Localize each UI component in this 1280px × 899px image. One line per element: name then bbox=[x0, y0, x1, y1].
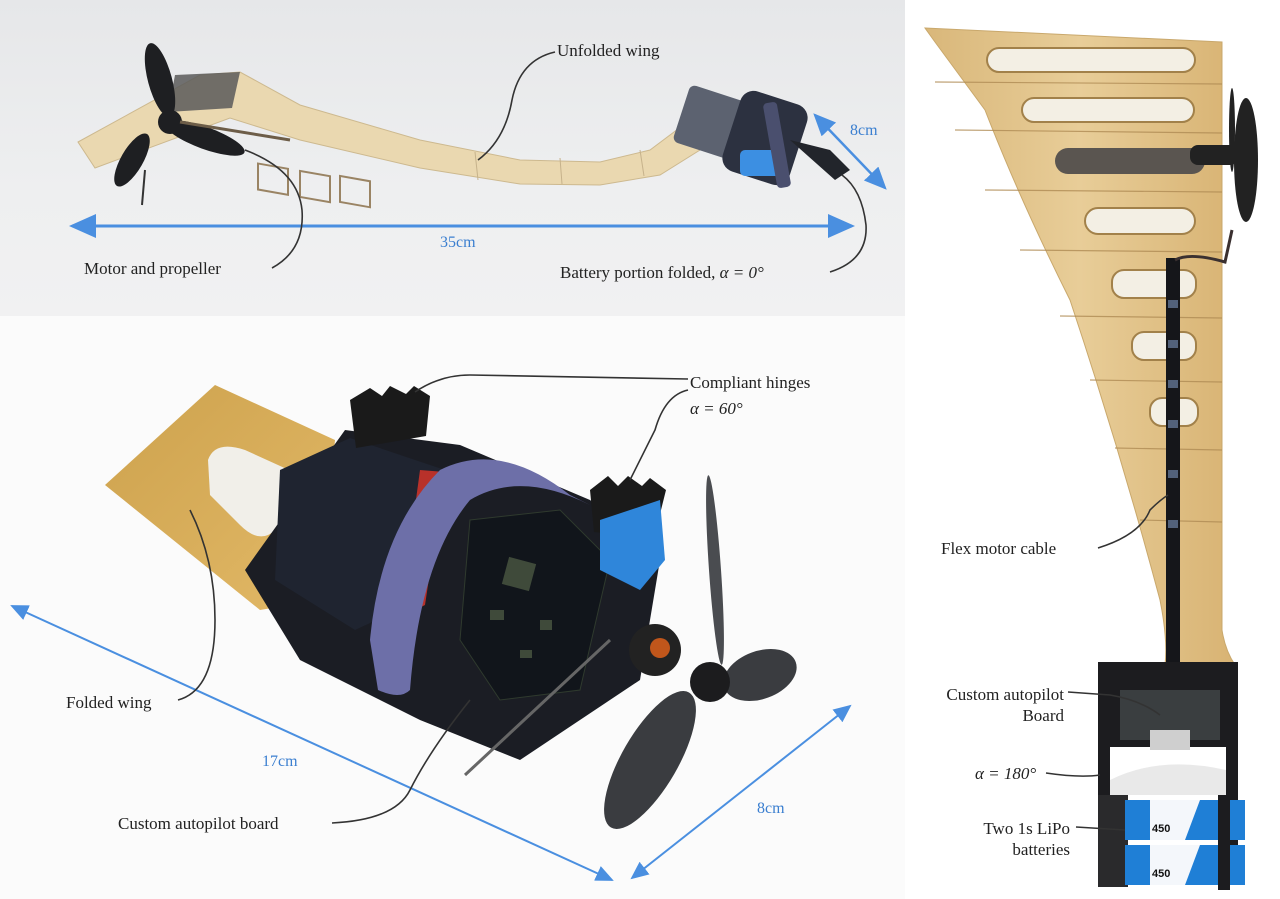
autopilot-line-1: Custom autopilot bbox=[946, 685, 1064, 704]
label-unfolded-wing: Unfolded wing bbox=[557, 41, 660, 60]
folded-drone-illustration bbox=[105, 385, 797, 829]
battery-pod bbox=[673, 85, 850, 188]
label-alpha-180: α = 180° bbox=[975, 764, 1037, 783]
velcro-strap bbox=[370, 459, 590, 695]
dimension-arrow-8cm-top bbox=[813, 113, 887, 190]
dimension-label-17cm: 17cm bbox=[262, 753, 298, 770]
battery-alpha-value: α = 0° bbox=[719, 263, 764, 282]
label-flex-motor-cable: Flex motor cable bbox=[941, 539, 1057, 558]
dimension-arrow-8cm-bottom bbox=[630, 704, 852, 880]
unfolded-drone-illustration bbox=[77, 43, 850, 209]
label-motor-and-propeller: Motor and propeller bbox=[84, 259, 221, 278]
lipo-line-1: Two 1s LiPo bbox=[983, 819, 1070, 838]
leader-lines-top bbox=[244, 51, 867, 273]
lipo-line-2: batteries bbox=[1012, 840, 1070, 859]
dimension-label-8cm-bottom: 8cm bbox=[757, 800, 785, 817]
battery-marking-2: 450 bbox=[1152, 868, 1170, 880]
top-view-illustration bbox=[923, 27, 1258, 890]
top-view-propeller bbox=[1190, 88, 1258, 222]
label-battery-portion-folded: Battery portion folded, α = 0° bbox=[560, 262, 764, 283]
label-two-lipo-batteries: Two 1s LiPo batteries bbox=[920, 818, 1070, 860]
flex-motor-cable bbox=[1166, 258, 1180, 663]
label-custom-autopilot-board: Custom autopilot board bbox=[118, 814, 279, 833]
autopilot-line-2: Board bbox=[1022, 706, 1064, 725]
lipo-batteries bbox=[1098, 795, 1245, 890]
dimension-arrow-17cm bbox=[10, 605, 614, 881]
battery-folded-text: Battery portion folded, bbox=[560, 263, 720, 282]
label-hinge-alpha-60: α = 60° bbox=[690, 399, 743, 418]
dimension-label-35cm: 35cm bbox=[440, 234, 476, 251]
label-folded-wing: Folded wing bbox=[66, 693, 152, 712]
label-custom-autopilot-board-top: Custom autopilot Board bbox=[910, 684, 1064, 726]
label-compliant-hinges: Compliant hinges bbox=[690, 373, 811, 392]
battery-marking-1: 450 bbox=[1152, 823, 1170, 835]
propeller bbox=[114, 43, 245, 206]
leader-lines-folded bbox=[177, 374, 689, 824]
dimension-label-8cm-top: 8cm bbox=[850, 122, 878, 139]
leader-lines-top-view bbox=[1045, 494, 1169, 831]
